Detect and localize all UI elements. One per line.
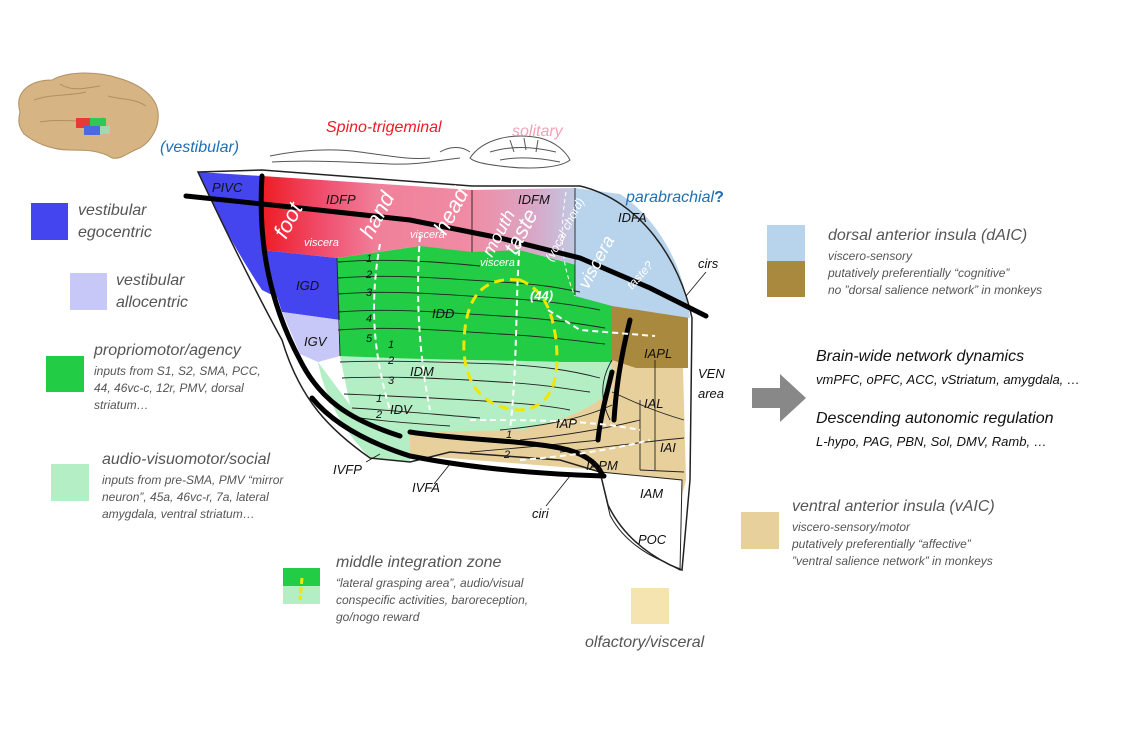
label-idv: IDV — [390, 402, 413, 417]
idd-num-2: 2 — [365, 269, 372, 281]
swatch-vestibular-allocentric — [70, 273, 107, 310]
ivfp-region — [318, 362, 410, 462]
boundary-lines — [183, 173, 709, 479]
label-parabrachial: parabrachial? — [625, 189, 724, 206]
leader-lines — [365, 271, 707, 507]
label-idfm: IDFM — [518, 192, 550, 207]
label-iapm: IAPM — [586, 458, 618, 473]
insula-map — [198, 172, 690, 571]
label-idd: IDD — [432, 306, 454, 321]
label-ivfa: IVFA — [412, 480, 440, 495]
network-arrow — [752, 374, 806, 422]
yellow-loop — [462, 278, 559, 412]
parabrachial-question: ? — [714, 189, 724, 206]
idm-num-1: 1 — [388, 339, 394, 351]
swatch-vestibular-egocentric — [31, 203, 68, 240]
label-vestibular: (vestibular) — [160, 139, 239, 156]
green-region — [337, 246, 612, 362]
gradient-region-2 — [472, 188, 588, 296]
dashed-arrows — [373, 235, 656, 461]
idd-num-1: 1 — [366, 253, 372, 265]
label-solitary: solitary — [512, 123, 564, 140]
idd-num-5: 5 — [366, 333, 373, 345]
top-labels: (vestibular) Spino-trigeminal solitary p… — [160, 119, 724, 206]
igd-region — [262, 250, 340, 320]
swatch-audio-visuomotor — [51, 464, 89, 501]
iap-num-1: 1 — [506, 429, 512, 441]
igv-region — [282, 312, 340, 362]
word-viscera-3: viscera — [480, 257, 515, 269]
label-igd: IGD — [296, 278, 319, 293]
label-iam: IAM — [640, 486, 663, 501]
word-viscera-2: viscera — [410, 229, 445, 241]
label-ven: VEN — [698, 366, 725, 381]
idm-num-2: 2 — [387, 355, 394, 367]
lightblue-region — [575, 188, 690, 318]
word-viscera-1: viscera — [304, 237, 339, 249]
label-area44: (44) — [530, 288, 553, 303]
legend-middle-zone-title: middle integration zone — [336, 554, 502, 571]
legend-propriomotor-desc: inputs from S1, S2, SMA, PCC,44, 46vc-c,… — [94, 364, 261, 412]
brainstem-sketch — [269, 135, 571, 169]
label-igv: IGV — [304, 334, 328, 349]
label-iap: IAP — [556, 416, 577, 431]
label-idfp: IDFP — [326, 192, 356, 207]
idv-num-1: 1 — [376, 393, 382, 405]
label-pivc: PIVC — [212, 180, 243, 195]
legend-propriomotor-title: propriomotor/agency — [94, 342, 241, 359]
autonomic-title: Descending autonomic regulation — [816, 410, 1054, 427]
label-ial: IAL — [644, 396, 664, 411]
layer-numbers: 1 2 3 4 5 1 2 3 1 2 1 2 — [365, 253, 512, 461]
idd-num-3: 3 — [366, 287, 373, 299]
region-labels: PIVC IDFP IDFM IDFA IGD IGV IDD IDM IDV … — [212, 180, 725, 547]
label-cirs: cirs — [698, 256, 719, 271]
swatch-vaic — [741, 512, 779, 549]
idv-num-2: 2 — [375, 409, 382, 421]
brain-network-title: Brain-wide network dynamics — [816, 348, 1025, 365]
idd-num-4: 4 — [366, 313, 372, 325]
idm-num-3: 3 — [388, 375, 395, 387]
label-ivfp: IVFP — [333, 462, 362, 477]
legend-vaic-title: ventral anterior insula (vAIC) — [792, 498, 995, 515]
brain-thumbnail — [18, 72, 159, 159]
brain-network-list: vmPFC, oPFC, ACC, vStriatum, amygdala, … — [816, 372, 1080, 387]
swatch-propriomotor — [46, 356, 84, 392]
swatch-daic — [767, 225, 805, 261]
label-ven-area: area — [698, 386, 724, 401]
label-ciri: ciri — [532, 506, 550, 521]
label-iai: IAI — [660, 440, 676, 455]
autonomic-list: L-hypo, PAG, PBN, Sol, DMV, Ramb, … — [816, 434, 1047, 449]
legend-daic-title: dorsal anterior insula (dAIC) — [828, 227, 1028, 244]
label-idfa: IDFA — [618, 210, 647, 225]
label-poc: POC — [638, 532, 667, 547]
label-spino-trigeminal: Spino-trigeminal — [326, 119, 442, 136]
lightgreen-region — [340, 356, 612, 432]
legend-audio-visuomotor-title: audio-visuomotor/social — [102, 451, 271, 468]
label-idm: IDM — [410, 364, 434, 379]
middle-zone-swatch — [283, 568, 320, 604]
swatch-daic-cognitive — [767, 261, 805, 297]
label-iapl: IAPL — [644, 346, 672, 361]
legend-olfactory-title: olfactory/visceral — [585, 634, 705, 651]
iap-num-2: 2 — [503, 449, 510, 461]
swatch-olfactory — [631, 588, 669, 624]
